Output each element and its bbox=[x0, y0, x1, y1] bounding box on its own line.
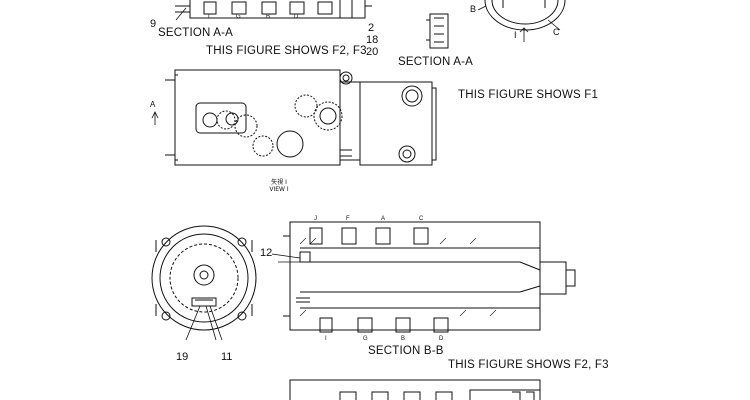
view-i-jp: 矢視 I bbox=[271, 179, 287, 186]
callout-18: 18 bbox=[366, 34, 379, 46]
top-section-aa-drawing bbox=[175, 0, 372, 21]
shows-f2-f3-bottom-label: THIS FIGURE SHOWS F2, F3 bbox=[448, 359, 609, 371]
port-topsec-g: G bbox=[236, 14, 241, 20]
section-letter-i: I bbox=[514, 30, 517, 40]
view-i-en: VIEW I bbox=[269, 186, 289, 193]
port-top-c: C bbox=[419, 216, 424, 222]
view-i-drawing bbox=[151, 69, 437, 166]
port-top-j: J bbox=[314, 216, 317, 222]
section-bb-label: SECTION B-B bbox=[368, 345, 444, 357]
callout-11: 11 bbox=[221, 351, 233, 363]
callout-9: 9 bbox=[150, 18, 157, 30]
section-letter-b: B bbox=[470, 4, 477, 14]
shows-f1-label: THIS FIGURE SHOWS F1 bbox=[458, 89, 599, 101]
small-part-top bbox=[426, 13, 449, 49]
port-topsec-i: I bbox=[208, 14, 210, 20]
port-bottom-b: B bbox=[401, 336, 406, 342]
callout-19: 19 bbox=[176, 351, 189, 363]
callout-2: 2 bbox=[368, 22, 375, 34]
port-bottom-i: I bbox=[325, 336, 327, 342]
section-letter-a: A bbox=[150, 100, 156, 109]
section-letter-c: C bbox=[553, 27, 560, 37]
port-top-f: F bbox=[346, 216, 350, 222]
section-aa-right-label: SECTION A-A bbox=[398, 56, 474, 68]
port-topsec-b: B bbox=[266, 14, 271, 20]
callout-20: 20 bbox=[366, 46, 379, 58]
section-bb-drawing bbox=[271, 221, 576, 333]
bottom-partial-section bbox=[289, 379, 541, 400]
port-bottom-g: G bbox=[363, 336, 368, 342]
port-topsec-d: D bbox=[294, 14, 299, 20]
view-i-caption: 矢視 I VIEW I bbox=[262, 179, 296, 193]
end-view-drawing bbox=[151, 225, 257, 341]
top-right-round-view bbox=[477, 0, 566, 42]
section-aa-top-label: SECTION A-A bbox=[158, 27, 234, 39]
port-top-a: A bbox=[381, 216, 386, 222]
callout-12: 12 bbox=[260, 247, 273, 259]
port-bottom-d: D bbox=[439, 336, 444, 342]
shows-f2-f3-top-label: THIS FIGURE SHOWS F2, F3 bbox=[206, 45, 367, 57]
